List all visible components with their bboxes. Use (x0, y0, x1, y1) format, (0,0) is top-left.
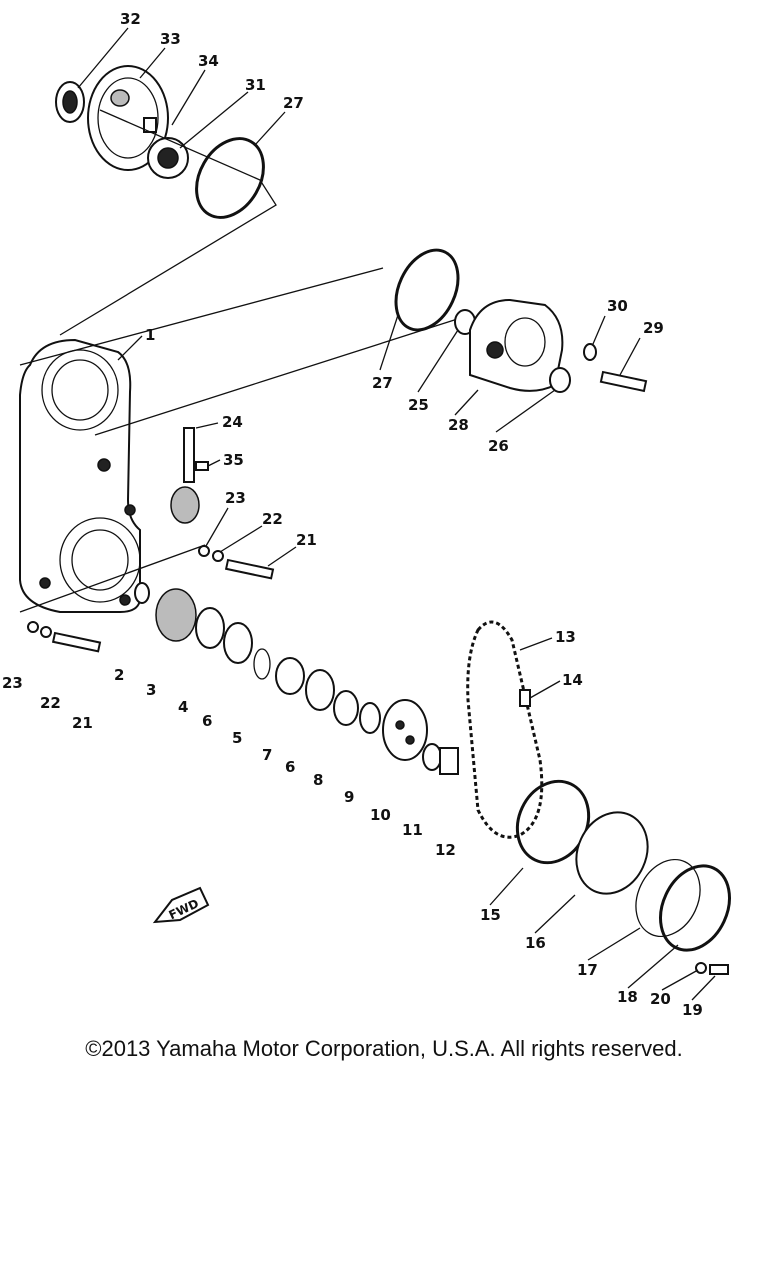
callout-label: 15 (480, 906, 501, 924)
callout-label: 26 (488, 437, 509, 455)
callout-label: 11 (402, 821, 423, 839)
callout-label: 3 (146, 681, 156, 699)
callout-label: 18 (617, 988, 638, 1006)
callout-label: 19 (682, 1001, 703, 1019)
part-27-oring-lower (394, 248, 460, 332)
pump-assembly (394, 248, 648, 393)
callout-label: 23 (225, 489, 246, 507)
part-24-bolt (183, 427, 195, 483)
callout-label: 20 (650, 990, 671, 1008)
callout-label: 21 (296, 531, 317, 549)
callout-label: 21 (72, 714, 93, 732)
fwd-arrow-icon: FWD (152, 886, 210, 924)
callout-label: 28 (448, 416, 469, 434)
callout-label: 9 (344, 788, 354, 806)
part-27-oring-upper (195, 137, 265, 219)
callout-label: 13 (555, 628, 576, 646)
callout-label: 4 (178, 698, 188, 716)
part-26-seal (549, 367, 571, 393)
end-cover-assembly (515, 779, 731, 975)
callout-label: 23 (2, 674, 23, 692)
leader-lines (77, 27, 716, 1001)
callout-label: 34 (198, 52, 219, 70)
callout-label: 24 (222, 413, 243, 431)
screws (27, 545, 275, 653)
callout-labels: 1 2 3 4 5 6 6 7 8 9 10 11 12 13 14 15 16… (2, 10, 703, 1019)
callout-label: 32 (120, 10, 141, 28)
callout-label: 8 (313, 771, 323, 789)
callout-label: 29 (643, 319, 664, 337)
callout-label: 6 (202, 712, 212, 730)
part-28-housing (469, 298, 564, 392)
callout-label: 30 (607, 297, 628, 315)
fittings (170, 427, 209, 524)
part-24-elbow (170, 486, 200, 524)
callout-label: 12 (435, 841, 456, 859)
callout-label: 5 (232, 729, 242, 747)
shaft-stack (134, 582, 459, 775)
part-35-clip (195, 461, 209, 471)
callout-label: 33 (160, 30, 181, 48)
callout-label: 10 (370, 806, 391, 824)
callout-label: 31 (245, 76, 266, 94)
callout-label: 14 (562, 671, 583, 689)
callout-label: 22 (262, 510, 283, 528)
callout-label: 17 (577, 961, 598, 979)
part-29-bolt (599, 370, 648, 393)
part-30-washer (583, 343, 597, 361)
callout-label: 1 (145, 326, 155, 344)
upper-cover-assembly (55, 65, 277, 336)
callout-label: 7 (262, 746, 272, 764)
callout-label: 22 (40, 694, 61, 712)
exploded-parts-diagram: FWD 1 2 3 4 5 6 6 7 8 9 10 11 12 13 14 1… (2, 10, 731, 1019)
callout-label: 2 (114, 666, 124, 684)
part-1-case-cover (19, 267, 471, 613)
callout-label: 27 (283, 94, 304, 112)
part-33-cover (87, 65, 169, 171)
part-13-chain (466, 620, 544, 839)
callout-label: 25 (408, 396, 429, 414)
callout-label: 16 (525, 934, 546, 952)
callout-label: 35 (223, 451, 244, 469)
copyright-notice: ©2013 Yamaha Motor Corporation, U.S.A. A… (85, 1036, 683, 1061)
callout-label: 6 (285, 758, 295, 776)
callout-label: 27 (372, 374, 393, 392)
